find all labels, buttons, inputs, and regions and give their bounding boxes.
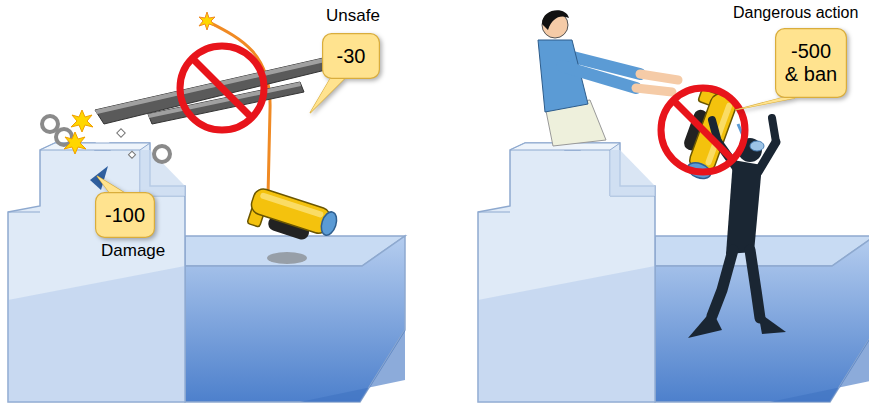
debris: [117, 129, 125, 137]
callout-heading: Damage: [101, 241, 165, 261]
callout-number: -100: [95, 192, 155, 238]
callout-heading: Unsafe: [326, 6, 380, 26]
callout-heading: Dangerous action: [733, 3, 858, 22]
reflection: [267, 252, 307, 264]
ring: [42, 116, 58, 132]
dock-pool: [478, 143, 869, 402]
crane-arm: [95, 56, 342, 124]
debris: [128, 151, 135, 158]
prohibition-sign: [661, 88, 745, 172]
prohibition-sign: [180, 46, 264, 130]
person: [538, 10, 678, 146]
callout-joint: [97, 176, 123, 192]
callout-tail: [97, 176, 123, 192]
callout-body: [323, 34, 380, 79]
rov-robot: [245, 186, 339, 249]
spark: [199, 12, 215, 30]
dock-pool: [8, 143, 405, 402]
callout-number: -500 & ban: [775, 28, 847, 98]
callout-body: [776, 29, 847, 98]
callout-box: Unsafe-30: [322, 33, 380, 79]
callout-box: -100Damage: [95, 192, 155, 238]
callout-body: [96, 193, 155, 238]
callout-joint: [310, 79, 344, 113]
callout-number: -30: [322, 33, 380, 79]
callout-tail: [735, 98, 795, 110]
callout-joint: [735, 98, 795, 110]
callout-box: Dangerous action-500 & ban: [775, 28, 847, 98]
spark: [64, 132, 86, 154]
spark: [71, 110, 93, 132]
callout-tail: [310, 79, 344, 113]
ring: [154, 146, 170, 162]
